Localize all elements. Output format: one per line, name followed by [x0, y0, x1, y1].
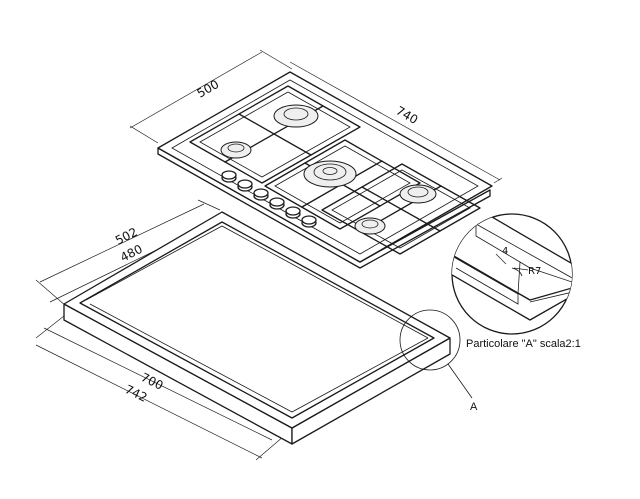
gas-hob: 500 740	[129, 49, 503, 269]
control-knobs	[221, 170, 317, 228]
knob-6	[301, 215, 317, 228]
burner-left-small	[220, 141, 252, 159]
knob-2	[237, 179, 253, 192]
knob-1	[221, 170, 237, 183]
detail-callout-leader	[447, 363, 473, 399]
detail-thickness-label: 4	[502, 246, 508, 257]
burner-rear-large	[273, 104, 319, 128]
detail-caption: Particolare "A" scala2:1	[466, 338, 581, 350]
knob-4	[269, 197, 285, 210]
detail-a-view: 4 R7 Particolare "A" scala2:1	[451, 213, 581, 350]
hob-width-label: 740	[394, 103, 421, 127]
burner-center-wok	[303, 160, 357, 188]
burner-right-medium	[399, 184, 437, 204]
knob-5	[285, 206, 301, 219]
cutout-frame: 502 480 700 742 A	[35, 199, 478, 461]
burner-front-small	[354, 217, 386, 235]
detail-radius-label: R7	[528, 266, 541, 277]
hob-depth-label: 500	[195, 77, 222, 101]
detail-ref-label: A	[470, 401, 478, 413]
detail-callout-circle	[399, 309, 461, 371]
knob-3	[253, 188, 269, 201]
